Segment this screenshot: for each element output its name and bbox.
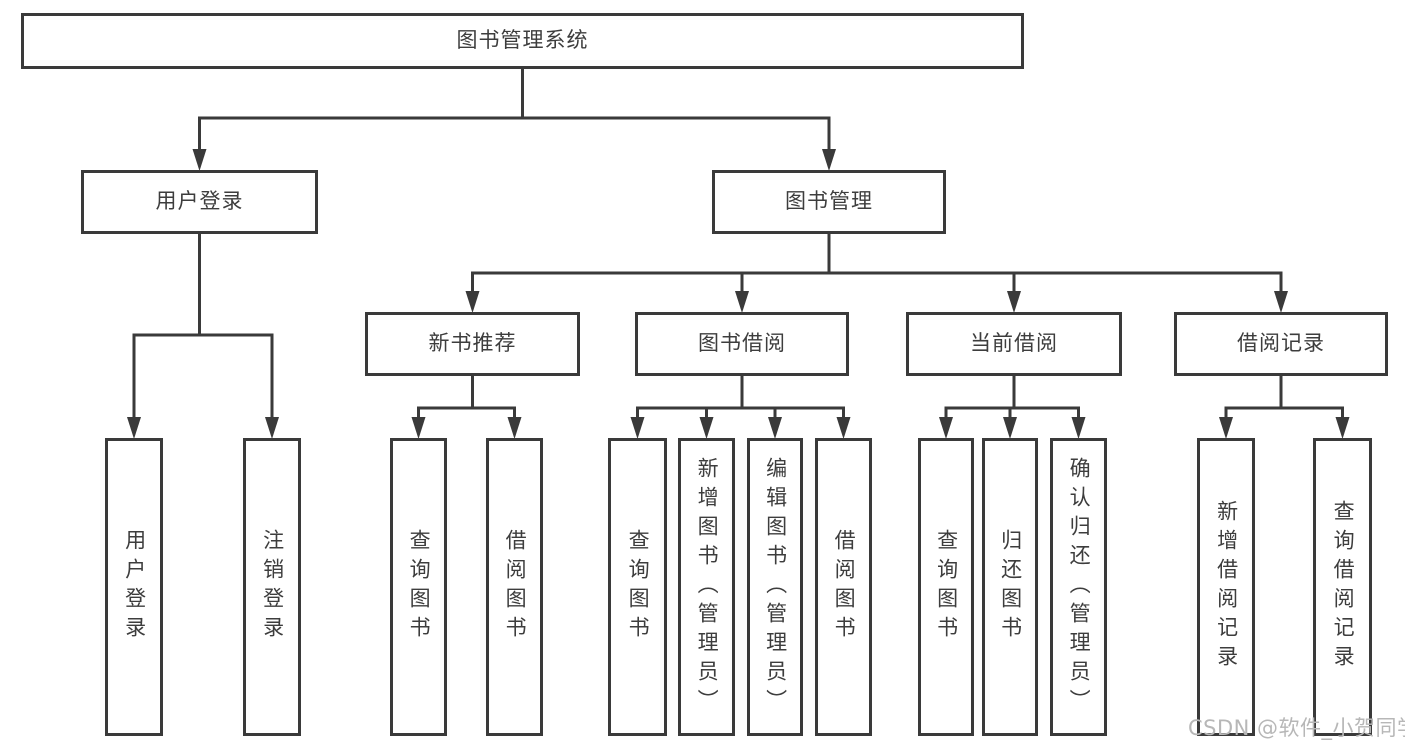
arrowhead-book-borrow bbox=[735, 291, 749, 313]
node-label-user-login: 用户登录 bbox=[155, 189, 244, 214]
arrowhead-leaf-edit-book bbox=[768, 417, 782, 439]
node-borrow-records: 借阅记录 bbox=[1174, 312, 1388, 376]
node-leaf-confirm-return: 确认归还（管理员） bbox=[1050, 438, 1107, 736]
node-root: 图书管理系统 bbox=[21, 13, 1024, 69]
node-label-leaf-query-record: 查询借阅记录 bbox=[1331, 500, 1356, 674]
node-current-borrow: 当前借阅 bbox=[906, 312, 1122, 376]
arrowhead-leaf-borrow-book bbox=[836, 417, 851, 439]
arrowhead-leaf-add-book bbox=[699, 417, 714, 439]
node-leaf-query-record: 查询借阅记录 bbox=[1313, 438, 1372, 736]
node-label-leaf-query-book-current: 查询图书 bbox=[934, 529, 959, 645]
node-leaf-borrow-book: 借阅图书 bbox=[815, 438, 872, 736]
node-book-borrow: 图书借阅 bbox=[635, 312, 849, 376]
node-label-leaf-query-book-borrow: 查询图书 bbox=[626, 529, 651, 645]
arrowhead-leaf-query-book-rec bbox=[411, 417, 426, 439]
node-leaf-borrow-book-rec: 借阅图书 bbox=[486, 438, 543, 736]
node-user-login: 用户登录 bbox=[81, 170, 318, 234]
arrowhead-book-mgmt bbox=[822, 149, 836, 171]
watermark-text: CSDN @软件_小贺同学 bbox=[1188, 716, 1405, 740]
node-label-book-borrow: 图书借阅 bbox=[698, 331, 786, 356]
node-book-mgmt: 图书管理 bbox=[712, 170, 946, 234]
node-leaf-add-record: 新增借阅记录 bbox=[1197, 438, 1255, 736]
node-leaf-return-book: 归还图书 bbox=[982, 438, 1038, 736]
node-label-leaf-query-book-rec: 查询图书 bbox=[407, 529, 432, 645]
node-leaf-query-book-current: 查询图书 bbox=[918, 438, 974, 736]
arrowhead-leaf-confirm-return bbox=[1071, 417, 1086, 439]
node-label-leaf-logout: 注销登录 bbox=[260, 529, 285, 645]
arrowhead-user-login bbox=[192, 149, 207, 171]
node-label-leaf-add-book: 新增图书（管理员） bbox=[695, 456, 720, 718]
node-label-leaf-add-record: 新增借阅记录 bbox=[1214, 500, 1239, 674]
node-leaf-logout: 注销登录 bbox=[243, 438, 301, 736]
node-label-new-book-rec: 新书推荐 bbox=[428, 331, 517, 356]
arrowhead-new-book-rec bbox=[465, 291, 480, 313]
arrowhead-leaf-borrow-book-rec bbox=[507, 417, 522, 439]
node-label-book-mgmt: 图书管理 bbox=[785, 189, 873, 214]
arrowhead-leaf-query-book-current bbox=[939, 417, 953, 439]
arrowhead-current-borrow bbox=[1007, 291, 1021, 313]
arrowhead-leaf-logout bbox=[265, 417, 279, 439]
arrowhead-borrow-records bbox=[1274, 291, 1288, 313]
node-label-leaf-edit-book: 编辑图书（管理员） bbox=[763, 456, 788, 718]
node-label-leaf-return-book: 归还图书 bbox=[998, 529, 1023, 645]
node-label-root: 图书管理系统 bbox=[456, 28, 589, 53]
node-leaf-query-book-rec: 查询图书 bbox=[390, 438, 447, 736]
node-leaf-edit-book: 编辑图书（管理员） bbox=[747, 438, 803, 736]
arrowhead-leaf-query-book-borrow bbox=[630, 417, 645, 439]
node-label-leaf-borrow-book: 借阅图书 bbox=[832, 529, 857, 645]
node-leaf-query-book-borrow: 查询图书 bbox=[608, 438, 667, 736]
arrowhead-leaf-add-record bbox=[1219, 417, 1233, 439]
node-leaf-user-login: 用户登录 bbox=[105, 438, 163, 736]
node-label-leaf-confirm-return: 确认归还（管理员） bbox=[1067, 456, 1092, 718]
arrowhead-leaf-return-book bbox=[1003, 417, 1017, 439]
node-leaf-add-book: 新增图书（管理员） bbox=[678, 438, 735, 736]
arrowhead-leaf-user-login bbox=[127, 417, 141, 439]
node-label-current-borrow: 当前借阅 bbox=[970, 331, 1058, 356]
node-new-book-rec: 新书推荐 bbox=[365, 312, 580, 376]
arrowhead-leaf-query-record bbox=[1335, 417, 1350, 439]
node-label-leaf-borrow-book-rec: 借阅图书 bbox=[503, 529, 528, 645]
node-label-leaf-user-login: 用户登录 bbox=[122, 529, 147, 645]
node-label-borrow-records: 借阅记录 bbox=[1237, 331, 1325, 356]
